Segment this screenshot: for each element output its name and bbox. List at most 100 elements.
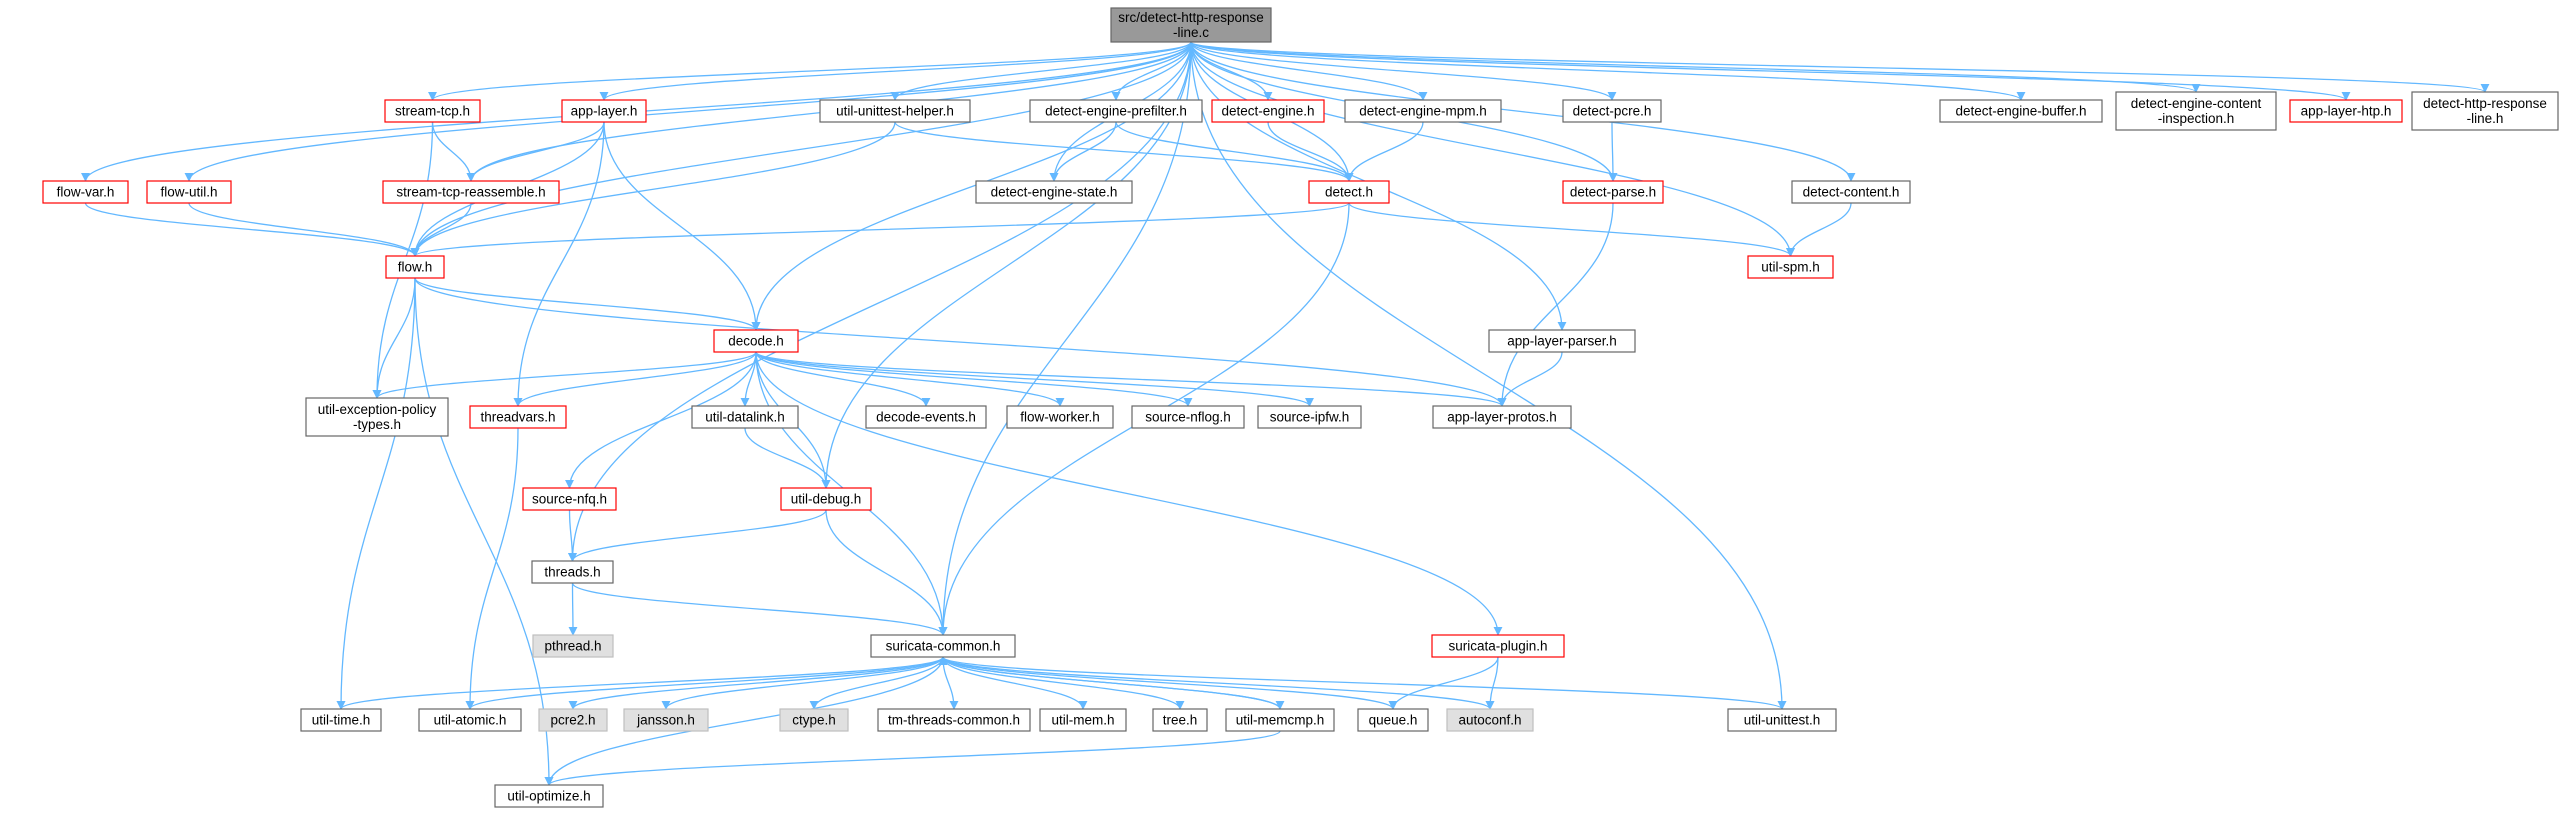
node-queue-h[interactable]: queue.h [1357,708,1429,732]
edge-detect-engine-mpm-to-detect-h [1344,121,1424,182]
node-label: flow-worker.h [1020,410,1100,425]
node-label: pcre2.h [550,713,595,728]
node-detect-engine-prefilter[interactable]: detect-engine-prefilter.h [1029,99,1203,123]
node-box [2289,99,2403,123]
node-box [1727,708,1837,732]
node-detect-content[interactable]: detect-content.h [1791,180,1911,204]
node-box [1488,329,1636,353]
node-label: util-unittest.h [1744,713,1821,728]
edge-root-to-suricata-common [938,41,1192,636]
node-source-nfq[interactable]: source-nfq.h [522,487,617,511]
node-detect-http-response-line-h[interactable]: detect-http-response-line.h [2411,91,2559,131]
node-label: flow-var.h [57,185,115,200]
node-decode-events[interactable]: decode-events.h [865,405,987,429]
node-tree-h[interactable]: tree.h [1152,708,1208,732]
node-util-spm[interactable]: util-spm.h [1747,255,1834,279]
node-label-line: -line.c [1173,25,1209,40]
node-box [538,708,608,732]
node-label: flow-util.h [160,185,217,200]
node-util-optimize[interactable]: util-optimize.h [494,784,604,808]
node-source-nflog[interactable]: source-nflog.h [1131,405,1245,429]
node-box [1562,99,1662,123]
node-label-line: detect-content.h [1803,185,1900,200]
node-flow-util[interactable]: flow-util.h [146,180,232,204]
node-detect-engine-content-inspection[interactable]: detect-engine-content-inspection.h [2115,91,2277,131]
edge-flow-util-to-flow-h [188,202,420,257]
node-box [865,405,987,429]
edge-stream-tcp-reassemble-to-flow-h [410,202,472,257]
edge-flow-h-to-app-layer-protos [414,277,1507,407]
node-label: suricata-plugin.h [1448,639,1547,654]
node-util-exception-policy-types[interactable]: util-exception-policy-types.h [305,397,449,437]
node-box [1747,255,1834,279]
node-app-layer-protos[interactable]: app-layer-protos.h [1432,405,1572,429]
node-util-time[interactable]: util-time.h [300,708,382,732]
edge-flow-h-to-util-optimize [414,277,554,786]
node-detect-engine[interactable]: detect-engine.h [1211,99,1325,123]
node-detect-engine-mpm[interactable]: detect-engine-mpm.h [1344,99,1502,123]
node-label: detect-engine-buffer.h [1955,104,2086,119]
node-app-layer-parser[interactable]: app-layer-parser.h [1488,329,1636,353]
node-label: src/detect-http-response-line.c [1118,10,1264,40]
node-detect-parse[interactable]: detect-parse.h [1562,180,1664,204]
node-suricata-plugin[interactable]: suricata-plugin.h [1431,634,1565,658]
node-decode-h[interactable]: decode.h [713,329,799,353]
node-label-line: detect-engine-mpm.h [1359,104,1487,119]
node-label-line: flow.h [398,260,433,275]
node-app-layer[interactable]: app-layer.h [561,99,647,123]
node-box [1344,99,1502,123]
node-stream-tcp[interactable]: stream-tcp.h [384,99,481,123]
node-label-line: app-layer.h [571,104,638,119]
node-flow-var[interactable]: flow-var.h [42,180,129,204]
node-app-layer-htp[interactable]: app-layer-htp.h [2289,99,2403,123]
edge-detect-content-to-util-spm [1785,202,1852,257]
node-label-line: -line.h [2467,111,2504,126]
node-detect-pcre[interactable]: detect-pcre.h [1562,99,1662,123]
node-label: decode.h [728,334,784,349]
edge-root-to-detect-engine-content-inspection [1190,41,2201,93]
node-source-ipfw[interactable]: source-ipfw.h [1257,405,1362,429]
node-label-line: app-layer-parser.h [1507,334,1617,349]
edge-decode-h-to-suricata-plugin [755,351,1503,636]
edge-root-to-threads-h [567,41,1192,562]
node-util-memcmp[interactable]: util-memcmp.h [1225,708,1335,732]
node-box [146,180,232,204]
node-detect-h[interactable]: detect.h [1308,180,1390,204]
edge-decode-h-to-threadvars [513,351,757,407]
node-box [384,99,481,123]
node-label-line: flow-util.h [160,185,217,200]
node-util-atomic[interactable]: util-atomic.h [418,708,522,732]
node-detect-engine-state[interactable]: detect-engine-state.h [975,180,1133,204]
edge-flow-var-to-flow-h [84,202,420,257]
node-box [877,708,1031,732]
node-util-mem[interactable]: util-mem.h [1039,708,1127,732]
node-flow-h[interactable]: flow.h [385,255,445,279]
node-label: detect-engine-prefilter.h [1045,104,1187,119]
node-util-unittest-helper[interactable]: util-unittest-helper.h [819,99,971,123]
node-label: autoconf.h [1458,713,1521,728]
node-tm-threads-common[interactable]: tm-threads-common.h [877,708,1031,732]
node-threads-h[interactable]: threads.h [531,560,614,584]
node-suricata-common[interactable]: suricata-common.h [870,634,1016,658]
node-box [819,99,971,123]
node-flow-worker[interactable]: flow-worker.h [1006,405,1114,429]
edge-util-debug-to-threads-h [568,509,827,562]
node-label-line: detect-engine.h [1221,104,1314,119]
node-threadvars[interactable]: threadvars.h [469,405,567,429]
node-util-debug[interactable]: util-debug.h [780,487,872,511]
node-label-line: util-optimize.h [507,789,590,804]
node-util-unittest[interactable]: util-unittest.h [1727,708,1837,732]
edge-suricata-common-to-util-optimize [544,656,944,786]
node-root[interactable]: src/detect-http-response-line.c [1110,7,1272,43]
node-stream-tcp-reassemble[interactable]: stream-tcp-reassemble.h [382,180,560,204]
node-jansson-h: jansson.h [623,708,709,732]
node-label: detect-engine-mpm.h [1359,104,1487,119]
node-label-line: util-datalink.h [705,410,785,425]
node-box [1446,708,1534,732]
edge-threadvars-to-util-atomic [465,427,519,710]
node-util-datalink[interactable]: util-datalink.h [691,405,799,429]
node-box [469,405,567,429]
node-box [713,329,799,353]
edge-root-to-app-layer-htp [1190,41,2351,101]
node-detect-engine-buffer[interactable]: detect-engine-buffer.h [1939,99,2103,123]
